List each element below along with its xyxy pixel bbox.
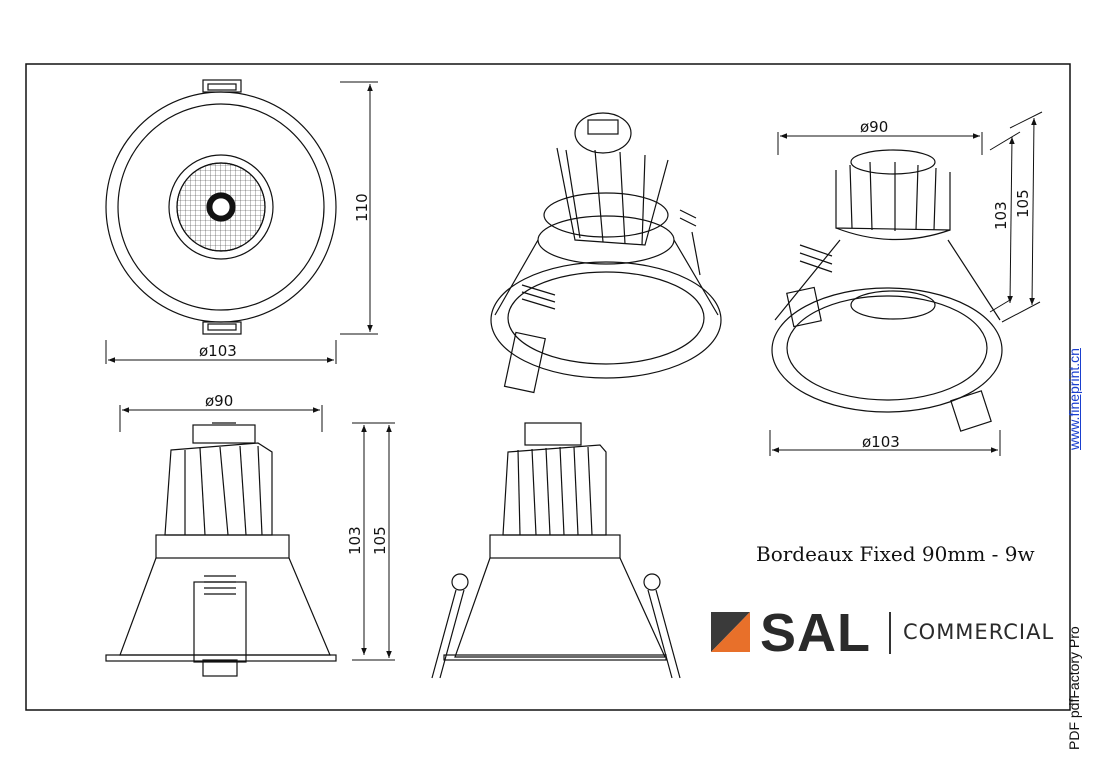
side-view-dimensions — [119, 405, 395, 661]
iso-diameter-top-label: ø90 — [860, 118, 888, 136]
top-view-height-label: 110 — [353, 193, 371, 222]
front-view — [431, 422, 681, 679]
side-view-height-inner-label: 103 — [346, 526, 364, 555]
perspective-view-bottom — [771, 149, 1003, 432]
sal-logo-accent-icon — [711, 612, 750, 652]
brand-division: COMMERCIAL — [903, 620, 1055, 644]
top-view-dimensions — [105, 81, 378, 364]
product-title: Bordeaux Fixed 90mm - 9w — [756, 542, 1035, 566]
side-view-height-outer-label: 105 — [371, 526, 389, 555]
side-view — [105, 422, 337, 677]
brand-name: SAL — [760, 603, 871, 663]
side-view-diameter-label: ø90 — [205, 392, 233, 410]
perspective-dimensions — [769, 111, 1043, 456]
perspective-view-top — [490, 112, 722, 394]
pdffactory-footer: PDF pdfFactory Pro — [1066, 626, 1082, 750]
top-view-diameter-label: ø103 — [199, 342, 237, 360]
iso-height-inner-label: 103 — [992, 201, 1010, 230]
iso-height-outer-label: 105 — [1014, 189, 1032, 218]
fineprint-link[interactable]: www.fineprint.cn — [1066, 348, 1082, 450]
brand-divider — [889, 612, 891, 654]
drawing-frame — [25, 63, 1071, 711]
iso-diameter-bottom-label: ø103 — [862, 433, 900, 451]
top-view — [105, 79, 337, 335]
side-link-wrap[interactable]: www.fineprint.cn — [1066, 300, 1096, 450]
brand-logo: SAL COMMERCIAL — [708, 603, 1058, 663]
side-footer-wrap: PDF pdfFactory Pro — [1066, 600, 1096, 760]
